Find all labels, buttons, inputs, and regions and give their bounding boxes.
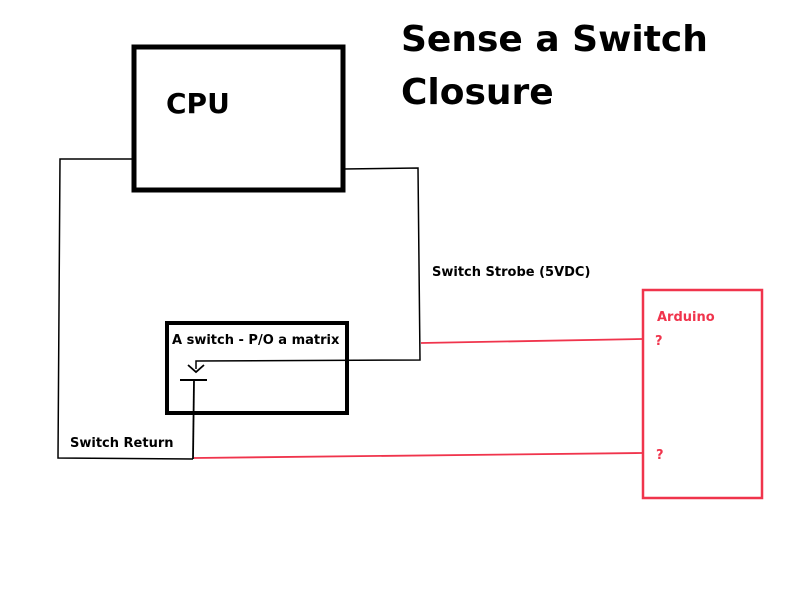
- cpu-block: CPU: [131, 44, 346, 193]
- return-wire: Switch Return: [57, 158, 194, 460]
- switch-contact-arrow-icon: [187, 364, 205, 374]
- switch-return-lead: [192, 379, 195, 460]
- arduino-block: Arduino ? ?: [641, 288, 764, 500]
- arduino-pin-2: ?: [656, 448, 664, 463]
- arduino-strobe-wire: [420, 338, 643, 344]
- strobe-label: Switch Strobe (5VDC): [432, 265, 590, 280]
- return-label: Switch Return: [70, 436, 174, 451]
- arduino-label: Arduino: [657, 310, 715, 325]
- title-line-1: Sense a Switch: [401, 19, 708, 60]
- arduino-return-wire: [193, 452, 643, 459]
- cpu-box: [131, 44, 346, 193]
- strobe-wire: Switch Strobe (5VDC): [195, 167, 590, 369]
- switch-block: A switch - P/O a matrix: [165, 321, 349, 460]
- switch-label: A switch - P/O a matrix: [172, 333, 340, 348]
- switch-box: [165, 321, 349, 415]
- arduino-pin-1: ?: [655, 334, 663, 349]
- strobe-wire-path: [195, 167, 421, 369]
- arduino-box: [641, 288, 764, 500]
- return-wire-path: [57, 158, 194, 460]
- title-line-2: Closure: [401, 72, 554, 113]
- cpu-label: CPU: [166, 87, 230, 120]
